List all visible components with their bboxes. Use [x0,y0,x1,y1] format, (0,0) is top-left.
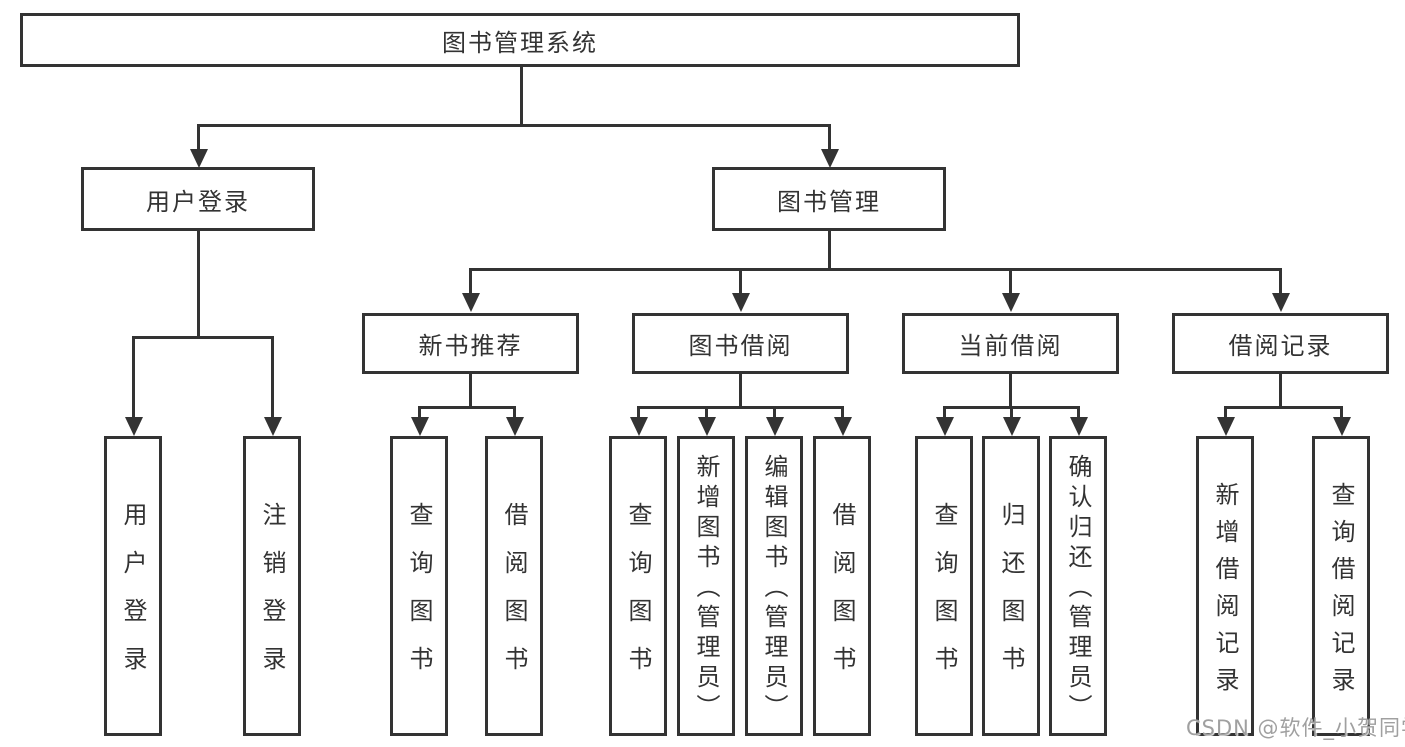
connector-current-borrow-drop-3 [1077,406,1080,420]
arrow-current-borrow-leaf-3 [1070,417,1088,436]
leaf-borrow-books-1-label: 借阅图书 [500,502,528,694]
arrow-new-book-leaf-2 [506,417,524,436]
arrow-book-borrow-leaf-3 [766,417,784,436]
arrow-book-borrow-leaf-4 [834,417,852,436]
leaf-add-book-admin-label: 新增图书（管理员） [692,454,720,724]
arrow-new-book-leaf-1 [411,417,429,436]
arrow-to-current-borrow [1002,293,1020,312]
node-new-book-recommend: 新书推荐 [362,313,579,374]
arrow-current-borrow-leaf-2 [1003,417,1021,436]
leaf-query-borrow-record: 查询借阅记录 [1312,436,1370,736]
node-root-label: 图书管理系统 [442,28,598,57]
connector-book-borrow-drop-2 [705,406,708,420]
connector-user-login-bar [132,336,273,339]
leaf-user-login: 用户登录 [104,436,162,736]
node-user-login-label: 用户登录 [146,187,250,216]
connector-book-borrow-drop-3 [773,406,776,420]
connector-book-borrow-bar [637,406,843,409]
connector-new-book-bar [418,406,516,409]
node-current-borrow: 当前借阅 [902,313,1119,374]
connector-current-borrow-drop-1 [943,406,946,420]
leaf-add-borrow-record-label: 新增借阅记录 [1211,481,1239,704]
connector-book-mgmt-bar [469,268,1282,271]
arrow-current-borrow-leaf-1 [936,417,954,436]
connector-book-borrow-stem [739,374,742,406]
arrow-to-book-management [821,149,839,168]
node-root: 图书管理系统 [20,13,1020,67]
leaf-borrow-books-2: 借阅图书 [813,436,871,736]
arrow-to-leaf-login [125,417,143,436]
leaf-edit-book-admin-label: 编辑图书（管理员） [760,454,788,724]
connector-borrow-records-bar [1224,406,1342,409]
leaf-edit-book-admin: 编辑图书（管理员） [745,436,803,736]
leaf-logout: 注销登录 [243,436,301,736]
connector-current-borrow-stem [1009,374,1012,406]
node-book-management-label: 图书管理 [777,187,881,216]
arrow-borrow-records-leaf-1 [1217,417,1235,436]
arrow-borrow-records-leaf-2 [1333,417,1351,436]
connector-root-drop-left [197,124,200,152]
leaf-query-books-2: 查询图书 [609,436,667,736]
connector-new-book-drop-1 [418,406,421,420]
connector-current-borrow-drop-2 [1010,406,1013,420]
leaf-query-books-1-label: 查询图书 [405,502,433,694]
leaf-confirm-return-admin: 确认归还（管理员） [1049,436,1107,736]
arrow-to-new-book-recommend [462,293,480,312]
connector-borrow-records-drop-1 [1224,406,1227,420]
connector-borrow-records-stem [1279,374,1282,406]
connector-book-mgmt-drop-4 [1279,268,1282,296]
leaf-query-borrow-record-label: 查询借阅记录 [1327,481,1355,704]
connector-root-bar [197,124,831,127]
leaf-query-books-3: 查询图书 [915,436,973,736]
leaf-query-books-3-label: 查询图书 [930,502,958,694]
connector-book-mgmt-drop-1 [469,268,472,296]
arrow-to-user-login [190,149,208,168]
connector-root-stem [520,67,523,124]
node-borrow-records: 借阅记录 [1172,313,1389,374]
connector-borrow-records-drop-2 [1340,406,1343,420]
node-user-login: 用户登录 [81,167,315,231]
connector-user-login-stem [197,231,200,336]
node-current-borrow-label: 当前借阅 [958,332,1063,360]
csdn-watermark: CSDN @软件_小贺同学 [1186,712,1405,742]
leaf-user-login-label: 用户登录 [119,502,147,694]
connector-new-book-stem [469,374,472,406]
leaf-return-book: 归还图书 [982,436,1040,736]
leaf-borrow-books-2-label: 借阅图书 [828,502,856,694]
arrow-to-leaf-logout [264,417,282,436]
arrow-to-borrow-records [1272,293,1290,312]
node-book-management: 图书管理 [712,167,946,231]
leaf-add-book-admin: 新增图书（管理员） [677,436,735,736]
arrow-book-borrow-leaf-1 [630,417,648,436]
node-new-book-recommend-label: 新书推荐 [418,332,523,360]
node-borrow-records-label: 借阅记录 [1228,332,1333,360]
connector-user-login-drop-2 [271,336,274,420]
leaf-add-borrow-record: 新增借阅记录 [1196,436,1254,736]
connector-new-book-drop-2 [513,406,516,420]
leaf-borrow-books-1: 借阅图书 [485,436,543,736]
connector-user-login-drop-1 [132,336,135,420]
arrow-to-book-borrow [732,293,750,312]
connector-root-drop-right [828,124,831,152]
node-book-borrow-label: 图书借阅 [688,332,793,360]
arrow-book-borrow-leaf-2 [698,417,716,436]
leaf-confirm-return-admin-label: 确认归还（管理员） [1064,454,1092,724]
leaf-logout-label: 注销登录 [258,502,286,694]
leaf-query-books-2-label: 查询图书 [624,502,652,694]
connector-book-mgmt-stem [828,231,831,268]
csdn-watermark-text: CSDN @软件_小贺同学 [1186,716,1405,740]
node-book-borrow: 图书借阅 [632,313,849,374]
connector-book-mgmt-drop-3 [1009,268,1012,296]
connector-book-borrow-drop-4 [841,406,844,420]
leaf-return-book-label: 归还图书 [997,502,1025,694]
connector-book-mgmt-drop-2 [739,268,742,296]
leaf-query-books-1: 查询图书 [390,436,448,736]
connector-book-borrow-drop-1 [637,406,640,420]
